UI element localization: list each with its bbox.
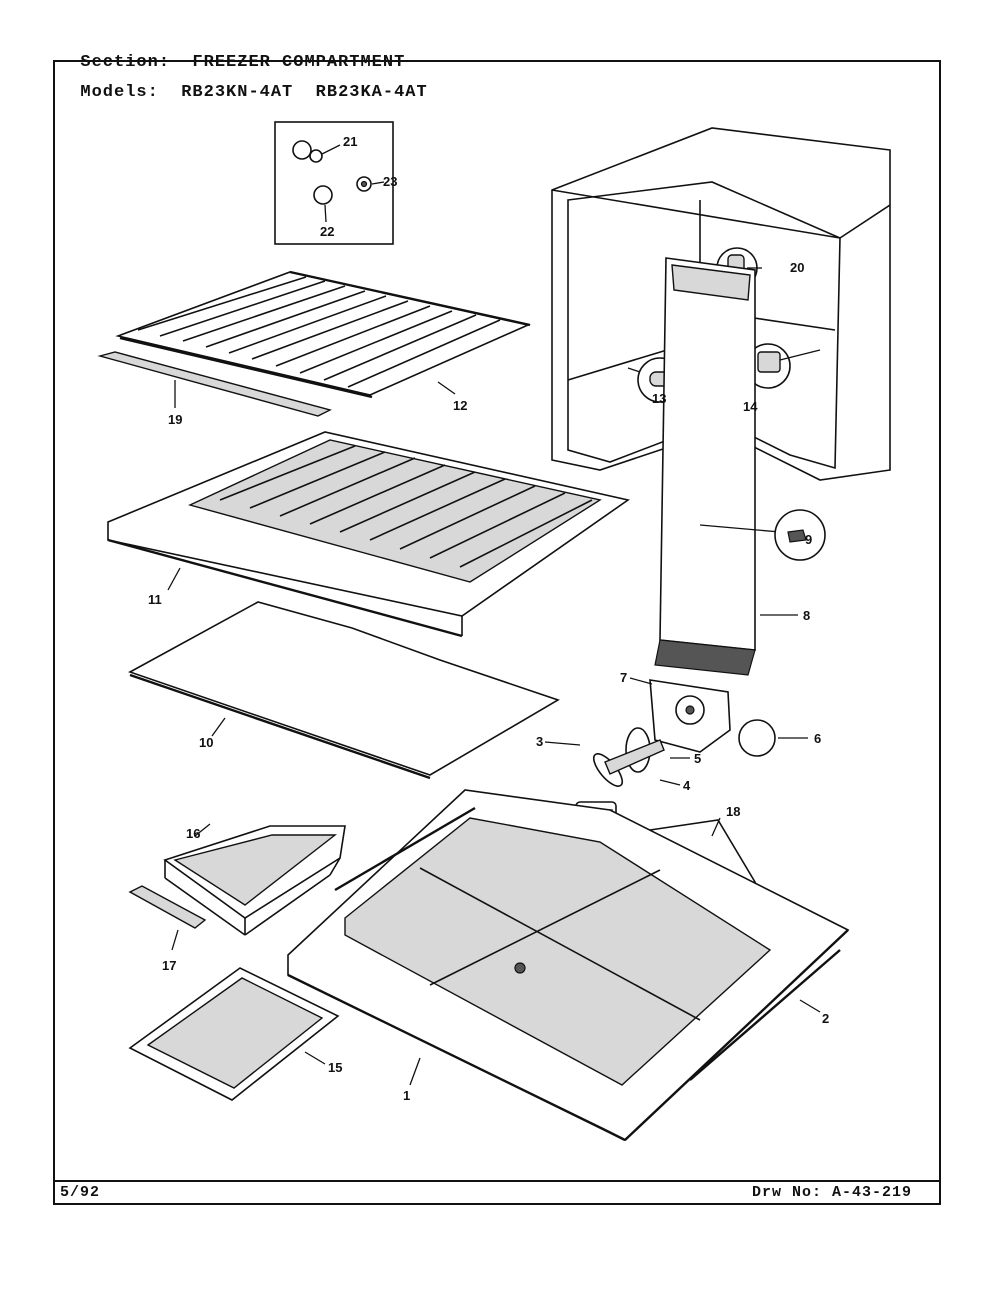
callout-18: 18 [726, 804, 740, 819]
insulation-panel [128, 601, 560, 780]
model-number-1: RB23KN-4AT [181, 83, 294, 102]
drawing-number: Drw No: A-43-219 [752, 1184, 913, 1201]
freezer-liner [287, 789, 850, 1142]
drawing-frame [53, 60, 941, 1205]
callout-8: 8 [803, 608, 810, 623]
freezer-shelf-cover [107, 431, 630, 638]
callout-16: 16 [186, 826, 200, 841]
revision-date: 5/92 [60, 1184, 101, 1201]
air-duct [654, 257, 826, 676]
footer-rule [53, 1180, 941, 1182]
callout-21: 21 [343, 134, 357, 149]
callout-3: 3 [536, 734, 543, 749]
wire-shelf [115, 270, 531, 399]
callout-9: 9 [805, 532, 812, 547]
callout-20: 20 [790, 260, 804, 275]
callout-4: 4 [683, 778, 691, 793]
hardware-inset [274, 121, 394, 245]
model-number-2: RB23KA-4AT [315, 83, 428, 102]
ice-bin [163, 823, 346, 936]
callout-23: 23 [383, 174, 397, 189]
section-label: Section: [80, 53, 171, 72]
callout-13: 13 [652, 391, 666, 406]
shelf-trim [97, 351, 332, 417]
callout-15: 15 [328, 1060, 342, 1075]
callout-10: 10 [199, 735, 213, 750]
fan-shroud [629, 677, 808, 757]
models-line: Models: RB23KN-4AT RB23KA-4AT [58, 64, 428, 102]
callout-2: 2 [822, 1011, 829, 1026]
ice-cube-tray [128, 967, 340, 1101]
leader-lines [167, 367, 641, 737]
callout-19: 19 [168, 412, 182, 427]
callout-12: 12 [453, 398, 467, 413]
section-line: Section: FREEZER COMPARTMENT [58, 34, 405, 72]
callout-7: 7 [620, 670, 627, 685]
callout-17: 17 [162, 958, 176, 973]
callout-5: 5 [694, 751, 701, 766]
callout-1: 1 [403, 1088, 410, 1103]
callout-11: 11 [148, 592, 162, 607]
section-title: FREEZER COMPARTMENT [192, 53, 406, 72]
models-label: Models: [80, 83, 159, 102]
callout-6: 6 [814, 731, 821, 746]
callout-14: 14 [743, 399, 758, 414]
callout-22: 22 [320, 224, 334, 239]
bin-rail [128, 885, 207, 951]
